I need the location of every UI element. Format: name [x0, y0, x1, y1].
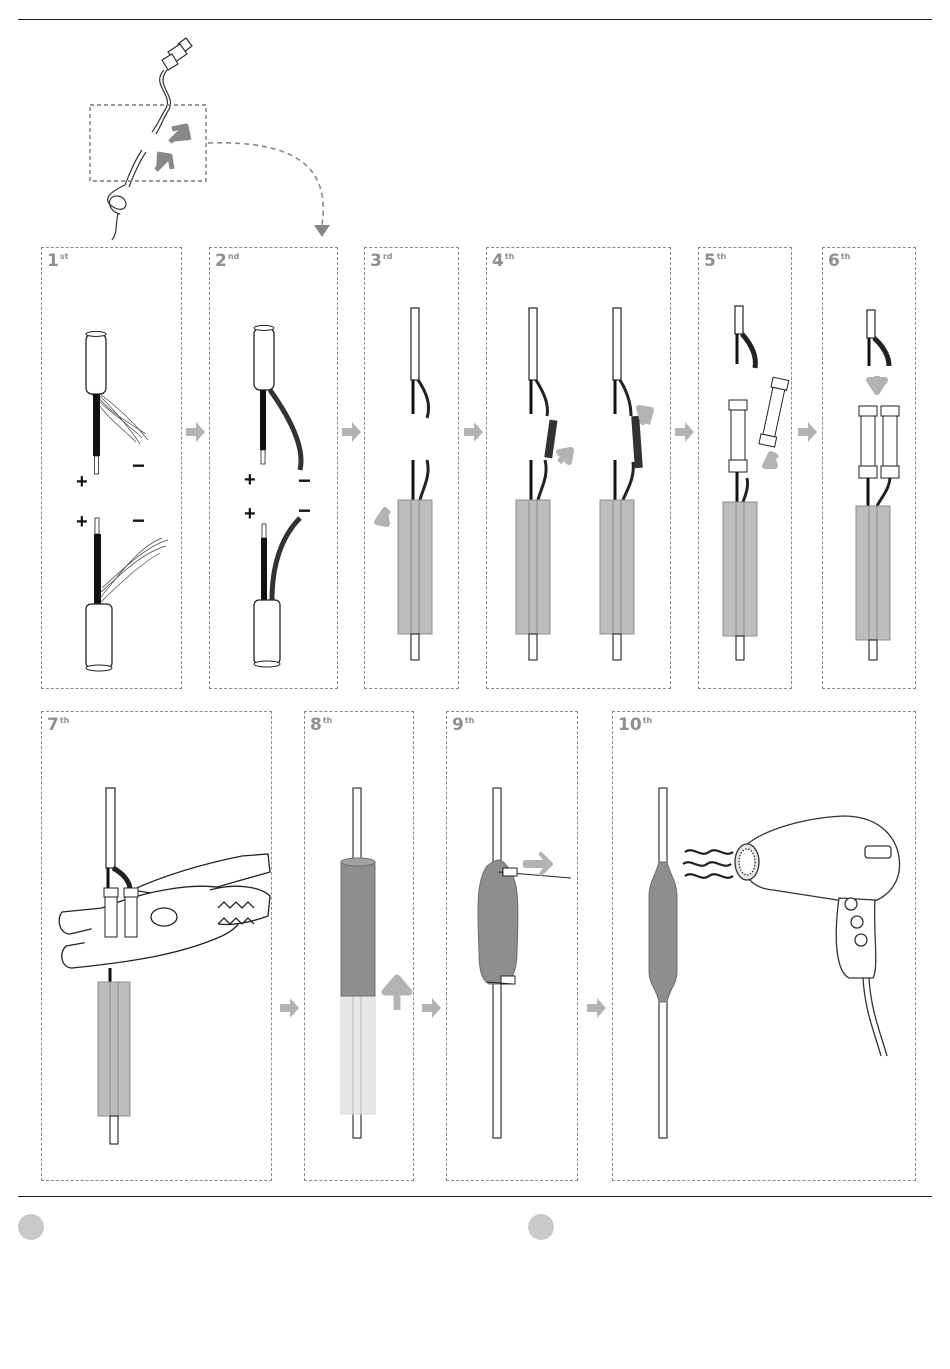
plus-sign-top: +	[76, 471, 88, 493]
arrow-down-icon	[559, 450, 571, 462]
callout-arrowhead-icon	[314, 225, 330, 237]
arrow-in-right-icon	[170, 126, 189, 142]
arrow-up-icon	[385, 978, 409, 1010]
step-7-illustration	[42, 712, 273, 1182]
footer-bullet-right	[528, 1214, 554, 1240]
sleeve-ghost	[341, 994, 375, 1114]
arrow-down-left-icon	[765, 454, 777, 466]
hair-dryer-icon	[735, 816, 900, 978]
step-9-panel: 9th	[446, 711, 578, 1181]
step-8-panel: 8th	[304, 711, 414, 1181]
step-1-panel: 1st + − + −	[41, 247, 182, 689]
step-3-panel: 3rd	[364, 247, 459, 689]
step-5-illustration	[699, 248, 793, 690]
step-4-panel: 4th	[486, 247, 671, 689]
arrow-right-icon	[278, 996, 300, 1020]
plus-sign-top: +	[244, 469, 256, 491]
step-2-panel: 2nd + − + −	[209, 247, 338, 689]
arrow-up-icon	[639, 408, 651, 424]
step-6-illustration	[823, 248, 917, 690]
arrow-right-icon	[184, 420, 206, 444]
step-1-illustration: + − + −	[42, 248, 183, 690]
plus-sign-bottom: +	[244, 503, 256, 525]
step-2-illustration: + − + −	[210, 248, 339, 690]
step-10-panel: 10th	[612, 711, 916, 1181]
callout-connector	[208, 143, 323, 225]
detail-frame	[90, 105, 206, 181]
step-4-illustration	[487, 248, 672, 690]
step-4-left-wire	[516, 308, 571, 660]
step-9-illustration	[447, 712, 579, 1182]
step-8-illustration	[305, 712, 415, 1182]
arrow-right-icon	[340, 420, 362, 444]
step-6-panel: 6th	[822, 247, 916, 689]
footer-bullet-left	[18, 1214, 44, 1240]
overview-illustration	[0, 0, 950, 250]
plus-sign-bottom: +	[76, 511, 88, 533]
step-7-panel: 7th	[41, 711, 272, 1181]
arrow-right-icon	[420, 996, 442, 1020]
hot-air-waves-icon	[683, 850, 733, 877]
minus-sign-top: −	[298, 468, 311, 493]
arrow-right-icon	[585, 996, 607, 1020]
step-5-panel: 5th	[698, 247, 792, 689]
terminal-pair	[859, 406, 899, 478]
dryer-cord	[863, 978, 881, 1056]
arrow-in-left-icon	[156, 154, 172, 170]
step-10-illustration	[613, 712, 917, 1182]
minus-sign-bottom: −	[132, 508, 145, 533]
minus-sign-top: −	[132, 453, 145, 478]
terminal-right	[759, 377, 789, 447]
terminal-left	[729, 400, 747, 472]
arrow-down-icon	[869, 376, 885, 392]
arrow-right-icon	[673, 420, 695, 444]
arrow-right-icon	[796, 420, 818, 444]
crimping-pliers	[59, 854, 270, 968]
step-4-right-wire	[600, 308, 651, 660]
arrow-right-icon	[525, 854, 551, 874]
bottom-rule	[18, 1196, 932, 1197]
arrow-down-left-icon	[377, 510, 389, 524]
arrow-right-icon	[462, 420, 484, 444]
step-3-illustration	[365, 248, 460, 690]
